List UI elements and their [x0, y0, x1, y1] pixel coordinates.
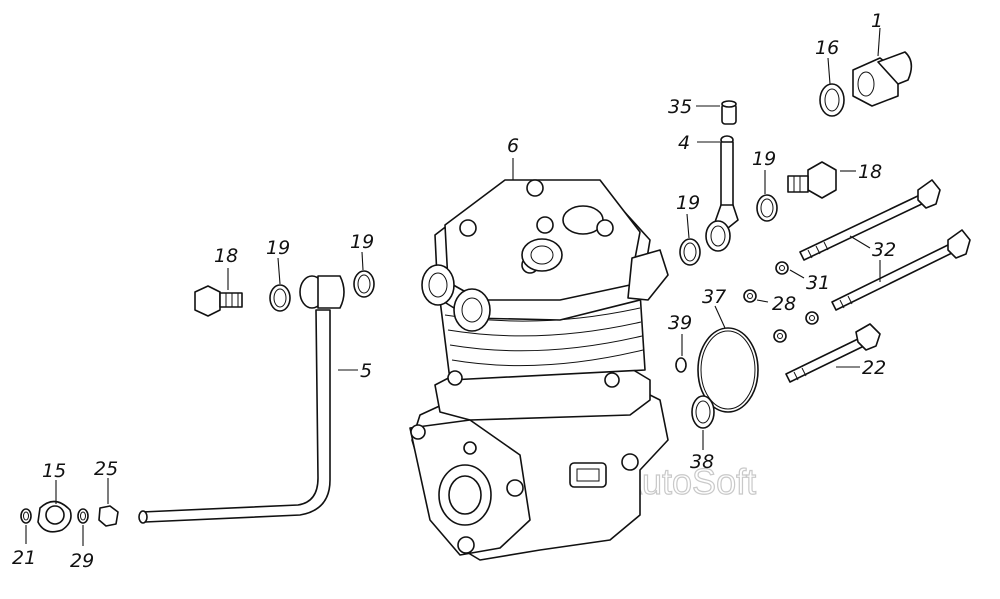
washer-19-left-b — [353, 270, 375, 298]
callout-15: 15 — [42, 460, 66, 482]
callout-31: 31 — [806, 272, 830, 294]
callout-19: 19 — [350, 231, 374, 253]
callout-16: 16 — [815, 37, 839, 59]
callout-22: 22 — [862, 357, 886, 379]
callout-39: 39 — [668, 312, 692, 334]
callout-5: 5 — [360, 360, 372, 382]
callout-19: 19 — [266, 237, 290, 259]
callout-4: 4 — [678, 132, 690, 154]
washer-19-left-a — [269, 284, 291, 312]
ring-39 — [675, 357, 687, 373]
callout-21: 21 — [12, 547, 36, 569]
ring-38 — [691, 395, 715, 429]
washer-31-a — [775, 261, 789, 275]
cap-35 — [721, 100, 737, 125]
banjo-bolt-left — [194, 285, 243, 317]
washer-28-a — [743, 289, 757, 303]
callout-18: 18 — [858, 161, 882, 183]
bolt-22 — [785, 323, 881, 383]
callout-1: 1 — [871, 10, 883, 32]
callout-19: 19 — [676, 192, 700, 214]
washer-31-b — [805, 311, 819, 325]
washer-19-right-b — [679, 238, 701, 266]
banjo-bolt-right — [787, 161, 837, 199]
flange-group — [20, 500, 119, 533]
fitting-1 — [852, 51, 913, 107]
long-bolt-32-lower — [831, 229, 971, 311]
callout-25: 25 — [94, 458, 118, 480]
callout-18: 18 — [214, 245, 238, 267]
long-bolt-32-upper — [799, 179, 941, 261]
callout-35: 35 — [668, 96, 692, 118]
callout-labels: 1 16 35 4 19 18 6 19 32 18 19 19 31 37 2… — [12, 10, 896, 572]
pipe-4 — [705, 135, 739, 252]
seal-ring-37 — [697, 327, 759, 413]
callout-19: 19 — [752, 148, 776, 170]
washer-16 — [819, 83, 845, 117]
callout-6: 6 — [507, 135, 519, 157]
leader-lines — [25, 27, 881, 546]
oil-pipe-assembly — [138, 275, 345, 524]
callout-37: 37 — [702, 286, 726, 308]
callout-29: 29 — [70, 550, 94, 572]
callout-28: 28 — [772, 293, 796, 315]
washer-19-right-a — [756, 194, 778, 222]
compressor-assembly — [409, 179, 669, 561]
callout-32: 32 — [872, 239, 896, 261]
callout-38: 38 — [690, 451, 714, 473]
washer-28-b — [773, 329, 787, 343]
